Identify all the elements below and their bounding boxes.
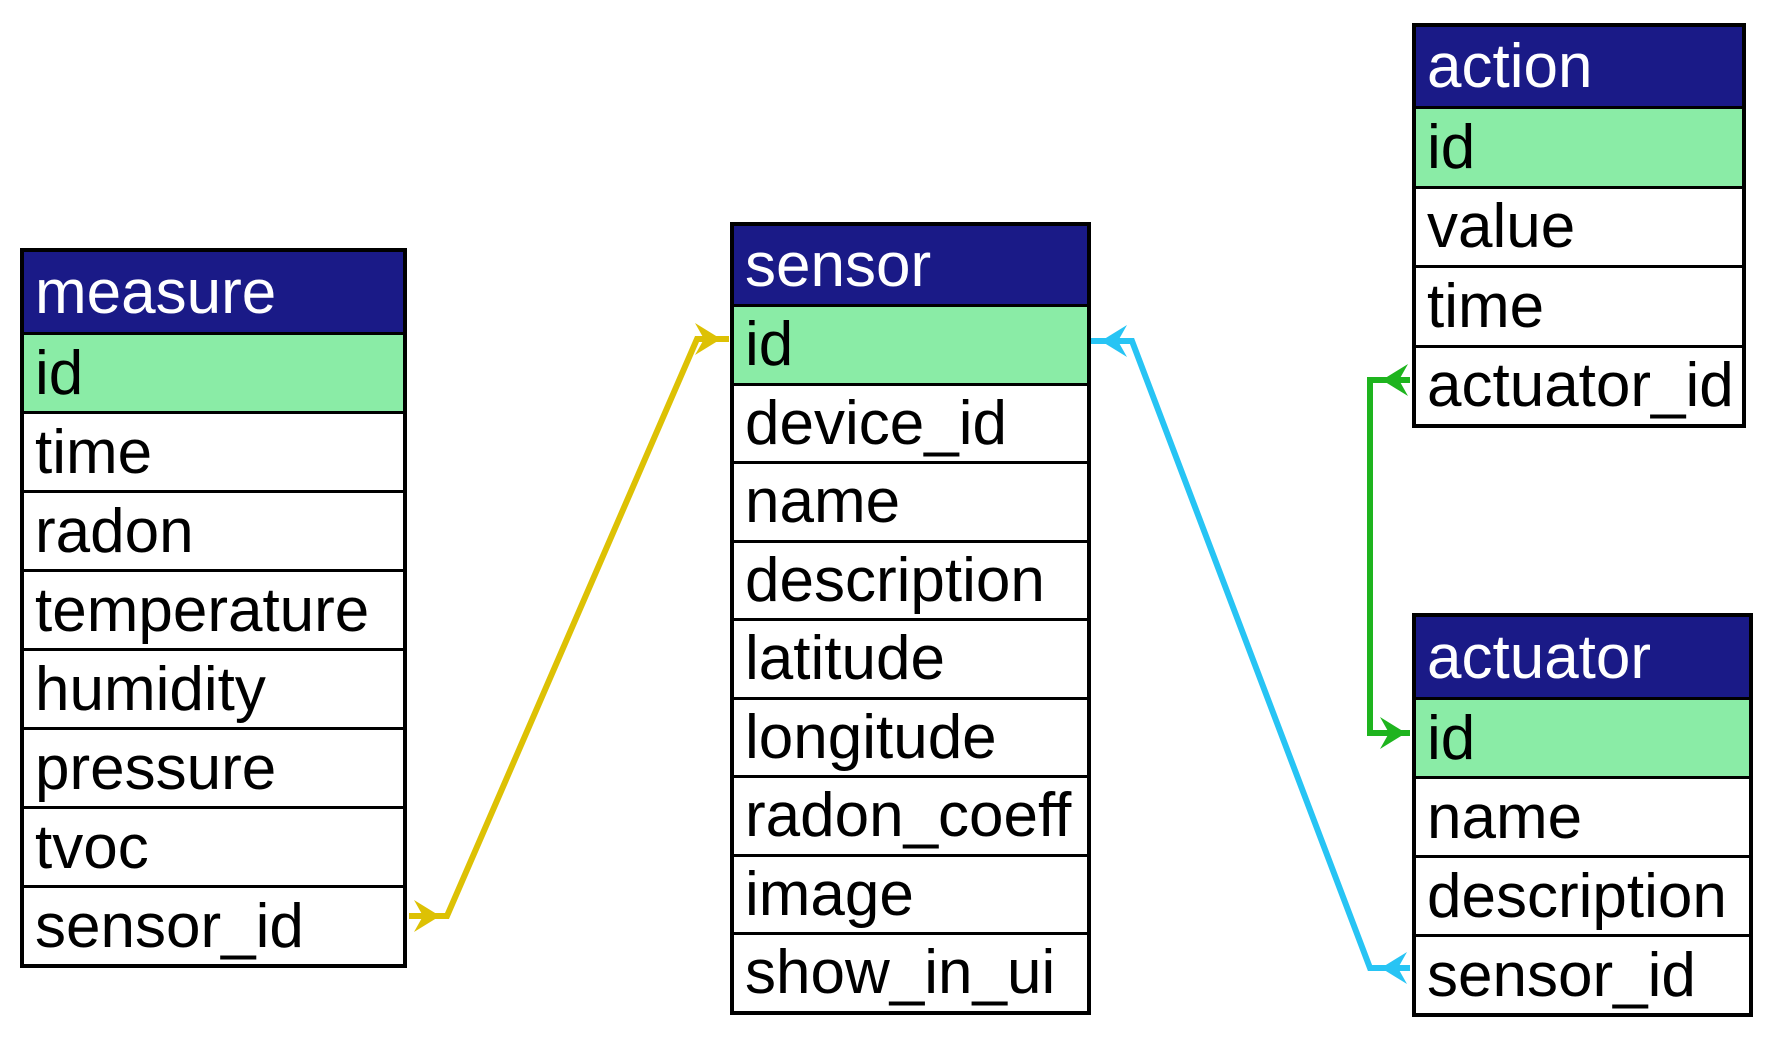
field-row-pressure: pressure — [24, 727, 403, 806]
arrowhead — [1101, 325, 1127, 357]
table-title: actuator — [1427, 622, 1652, 692]
table-title: action — [1427, 32, 1593, 101]
field-row-id: id — [1416, 106, 1742, 186]
arrowhead — [695, 323, 721, 355]
relation-action-actuator — [1367, 364, 1410, 749]
field-row-sensor_id: sensor_id — [24, 885, 403, 964]
table-measure-header: measure — [24, 252, 403, 332]
field-row-humidity: humidity — [24, 648, 403, 727]
field-row-id: id — [1416, 697, 1749, 776]
field-row-actuator_id: actuator_id — [1416, 344, 1742, 424]
field-row-name: name — [734, 461, 1087, 540]
arrowhead — [414, 900, 440, 932]
field-row-description: description — [734, 539, 1087, 618]
table-sensor-header: sensor — [734, 226, 1087, 304]
field-row-name: name — [1416, 776, 1749, 855]
field-row-radon: radon — [24, 490, 403, 569]
field-row-tvoc: tvoc — [24, 806, 403, 885]
relation-actuator-sensor — [1091, 325, 1410, 984]
relation-measure-sensor — [409, 323, 729, 932]
field-row-image: image — [734, 853, 1087, 932]
field-row-show_in_ui: show_in_ui — [734, 932, 1087, 1011]
arrowhead — [1380, 717, 1406, 749]
table-action-header: action — [1416, 27, 1742, 106]
arrowhead — [1382, 364, 1408, 396]
arrowhead — [1381, 952, 1407, 984]
field-row-time: time — [24, 411, 403, 490]
table-actuator-header: actuator — [1416, 617, 1749, 697]
field-row-radon_coeff: radon_coeff — [734, 775, 1087, 854]
field-row-id: id — [24, 332, 403, 411]
field-row-temperature: temperature — [24, 569, 403, 648]
field-row-description: description — [1416, 855, 1749, 934]
field-row-latitude: latitude — [734, 618, 1087, 697]
field-row-time: time — [1416, 265, 1742, 345]
field-row-longitude: longitude — [734, 696, 1087, 775]
field-row-sensor_id: sensor_id — [1416, 934, 1749, 1013]
field-row-device_id: device_id — [734, 382, 1087, 461]
field-row-value: value — [1416, 185, 1742, 265]
table-title: measure — [35, 257, 277, 327]
table-title: sensor — [745, 230, 932, 300]
field-row-id: id — [734, 304, 1087, 383]
